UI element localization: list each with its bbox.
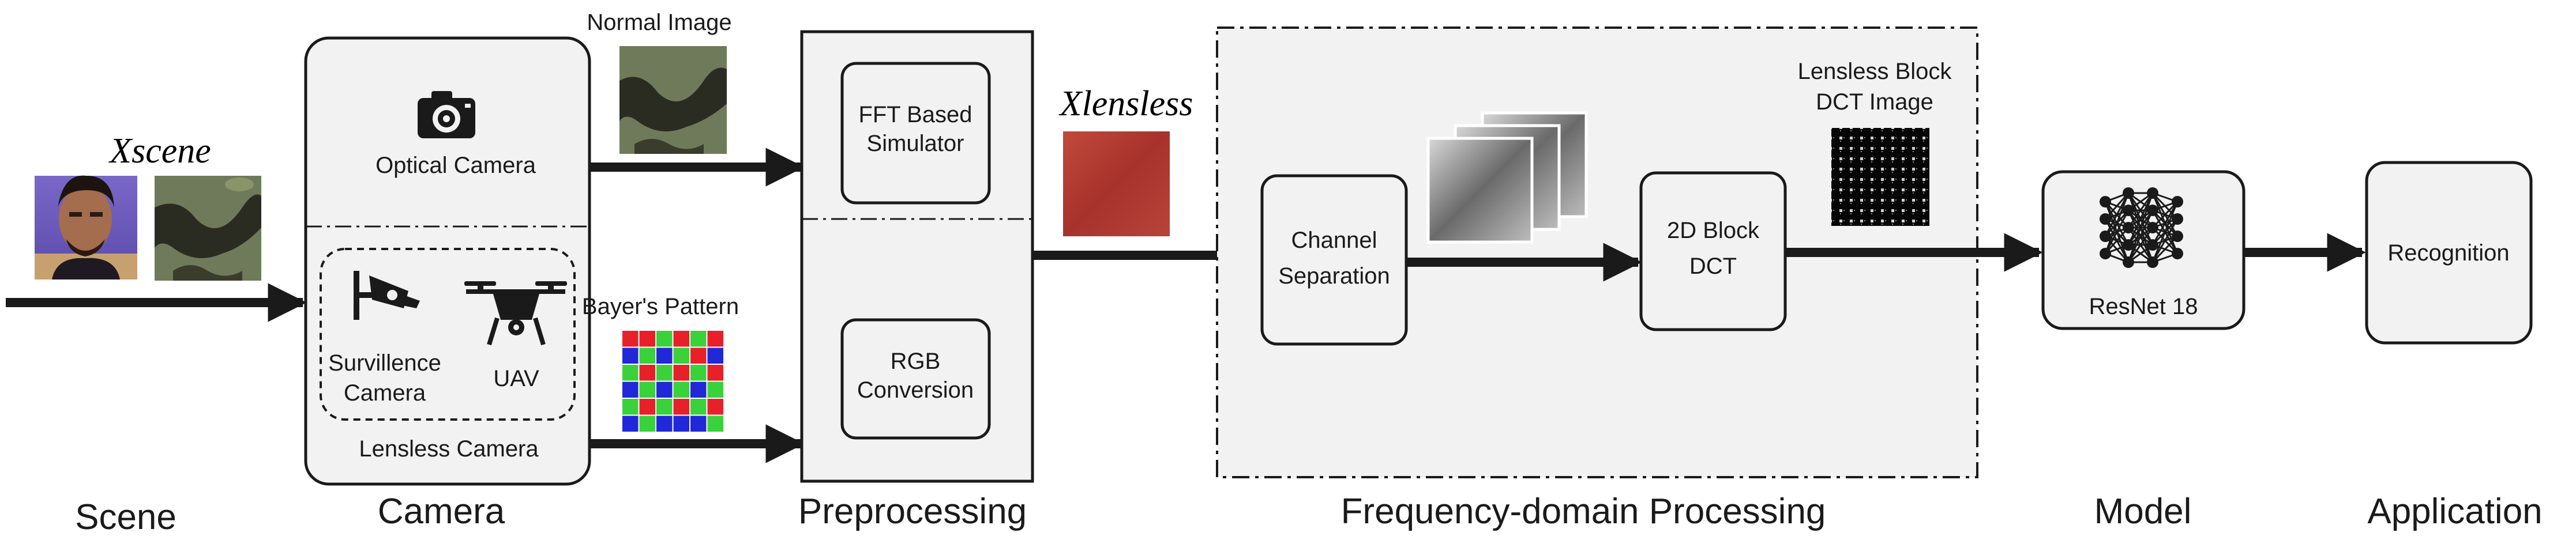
bayer-cell	[655, 346, 674, 365]
bayer-cell	[638, 330, 656, 348]
bayer-cell	[706, 414, 724, 433]
bayer-cell	[689, 364, 708, 382]
bayer-cell	[689, 330, 708, 348]
bayer-cell	[621, 364, 640, 382]
drone-icon	[464, 281, 567, 346]
bayer-cell	[706, 330, 724, 348]
surveillance-camera-label-2: Camera	[344, 380, 426, 406]
bayer-cell	[706, 364, 724, 382]
bayer-cell	[638, 380, 656, 399]
channel-images-stack	[1426, 111, 1588, 244]
bayer-cell	[655, 330, 674, 348]
resnet-label: ResNet 18	[2089, 294, 2198, 319]
face-image	[35, 175, 137, 280]
camera-box	[304, 36, 591, 486]
aerial-image-scene	[155, 176, 261, 281]
bayer-cell	[706, 398, 724, 416]
channel-label-2: Separation	[1278, 263, 1390, 289]
bayer-cell	[621, 380, 640, 399]
bayer-cell	[672, 364, 690, 382]
stage-title-application: Application	[2367, 492, 2542, 531]
bayer-cell	[672, 380, 690, 399]
dct-image-label-2: DCT Image	[1816, 89, 1933, 115]
stage-title-model: Model	[2094, 492, 2192, 531]
fft-simulator-box	[840, 62, 991, 205]
rgb-conversion-box	[840, 318, 991, 440]
lensless-camera-label: Lensless Camera	[359, 436, 539, 462]
bayer-cell	[689, 346, 708, 365]
dct-label-1: 2D Block	[1667, 218, 1760, 243]
lensless-devices-group	[320, 248, 576, 421]
fft-label-2: Simulator	[867, 131, 964, 156]
optical-camera-label: Optical Camera	[375, 153, 536, 178]
bayer-cell	[655, 364, 674, 382]
rgb-label-2: Conversion	[857, 377, 974, 403]
stage-title-preprocessing: Preprocessing	[798, 492, 1027, 531]
dct-image-label-1: Lensless Block	[1798, 59, 1952, 84]
bayer-cell	[638, 346, 656, 365]
uav-label: UAV	[493, 366, 539, 391]
xscene-label: Xscene	[108, 131, 211, 171]
bayer-cell	[672, 330, 690, 348]
dct-label-2: DCT	[1689, 254, 1737, 279]
channel-label-1: Channel	[1291, 228, 1377, 253]
bayer-cell	[621, 346, 640, 365]
bayer-cell	[689, 398, 708, 416]
bayer-cell	[638, 364, 656, 382]
application-box	[2365, 161, 2533, 345]
bayer-cell	[655, 380, 674, 399]
bayer-cell	[706, 346, 724, 365]
stage-title-scene: Scene	[75, 497, 177, 537]
stage-title-camera: Camera	[378, 492, 505, 531]
cctv-icon	[354, 271, 420, 320]
bayer-cell	[672, 398, 690, 416]
bayer-pattern-label: Bayer's Pattern	[582, 294, 739, 319]
bayer-cell	[689, 380, 708, 399]
block-dct-box	[1639, 171, 1787, 331]
aerial-image-normal	[619, 46, 727, 154]
fft-label-1: FFT Based	[858, 102, 972, 127]
bayer-cell	[621, 414, 640, 433]
bayer-cell	[706, 380, 724, 399]
bayer-cell	[672, 346, 690, 365]
bayer-cell	[621, 330, 640, 348]
recognition-label: Recognition	[2387, 240, 2509, 266]
bayer-cell	[655, 398, 674, 416]
bayer-cell	[689, 414, 708, 433]
xlensless-label: Xlensless	[1058, 84, 1193, 123]
channel-separation-box	[1260, 174, 1408, 346]
bayer-cell	[672, 414, 690, 433]
bayer-cell	[638, 414, 656, 433]
bayer-cell	[638, 398, 656, 416]
normal-image-label: Normal Image	[587, 10, 731, 35]
bayer-cell	[621, 398, 640, 416]
dct-block-image	[1831, 128, 1929, 226]
surveillance-camera-label-1: Survillence	[328, 350, 441, 376]
neural-network-icon	[2100, 187, 2183, 268]
bayer-cell	[655, 414, 674, 433]
stage-title-frequency: Frequency-domain Processing	[1341, 492, 1826, 531]
camera-icon	[418, 91, 475, 138]
lensless-red-image	[1063, 131, 1170, 236]
bayer-pattern-grid	[621, 330, 724, 433]
rgb-label-1: RGB	[891, 349, 941, 374]
